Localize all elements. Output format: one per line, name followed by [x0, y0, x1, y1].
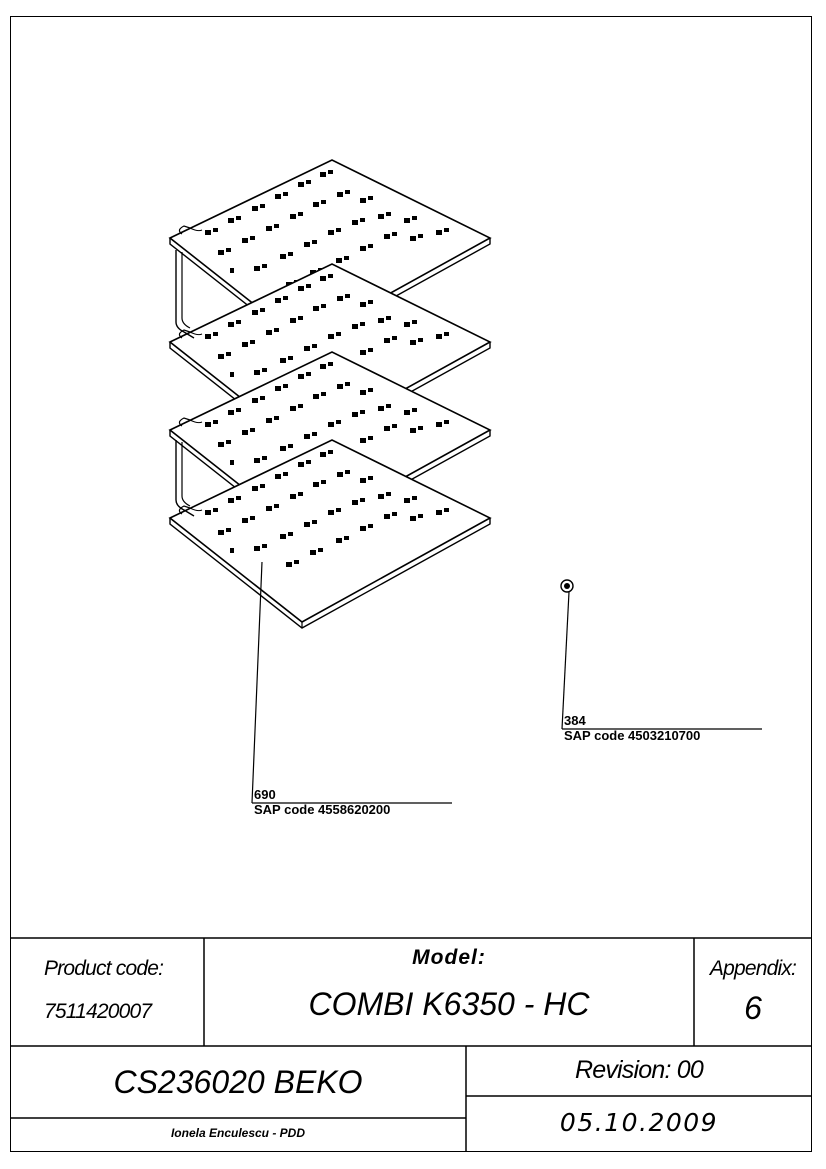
model-value: COMBI K6350 - HC: [308, 986, 590, 1022]
author: Ionela Enculescu - PDD: [170, 1126, 306, 1140]
appendix-label: Appendix:: [709, 957, 797, 980]
revision-date: 05.10.2009: [559, 1108, 719, 1137]
product-code-label: Product code:: [44, 957, 164, 980]
callout-sap-code: SAP code 4503210700: [564, 728, 701, 743]
drawing-frame: [10, 16, 812, 1152]
callout-690: 690 SAP code 4558620200: [254, 787, 390, 817]
model-label: Model:: [412, 946, 486, 969]
wire-shelf-icon: [169, 159, 491, 629]
callout-sap-code: SAP code 4558620200: [254, 802, 391, 817]
callout-number: 384: [564, 713, 586, 728]
appendix-value: 6: [744, 990, 762, 1026]
product-code-value: 7511420007: [44, 1000, 152, 1023]
screw-part-icon: [560, 579, 574, 730]
revision: Revision: 00: [575, 1056, 704, 1084]
callout-number: 690: [254, 787, 276, 802]
callout-384: 384 SAP code 4503210700: [564, 713, 700, 743]
document-code: CS236020 BEKO: [113, 1064, 363, 1100]
